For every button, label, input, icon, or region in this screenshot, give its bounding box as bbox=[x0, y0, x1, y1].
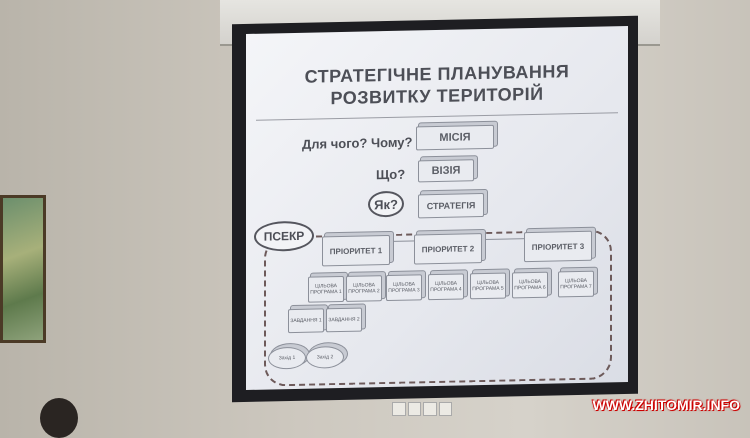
mission-box: МІСІЯ bbox=[416, 124, 494, 151]
program-box: ЦІЛЬОВА ПРОГРАМА 6 bbox=[512, 271, 548, 299]
task-box: ЗАВДАННЯ 2 bbox=[326, 307, 362, 333]
question-how: Як? bbox=[368, 190, 404, 218]
program-box: ЦІЛЬОВА ПРОГРАМА 7 bbox=[558, 270, 594, 298]
title-divider bbox=[256, 112, 618, 121]
watermark: WWW.ZHITOMIR.INFO bbox=[592, 397, 741, 413]
task-box: ЗАВДАННЯ 1 bbox=[288, 308, 324, 334]
wall-switches bbox=[392, 402, 452, 416]
priority-box: ПРІОРИТЕТ 3 bbox=[524, 230, 592, 263]
vision-box: ВІЗІЯ bbox=[418, 159, 474, 183]
program-box: ЦІЛЬОВА ПРОГРАМА 4 bbox=[428, 273, 464, 301]
program-box: ЦІЛЬОВА ПРОГРАМА 5 bbox=[470, 272, 506, 300]
program-box: ЦІЛЬОВА ПРОГРАМА 3 bbox=[386, 274, 422, 302]
wall-painting bbox=[0, 195, 46, 343]
question-why: Для чого? Чому? bbox=[302, 134, 413, 152]
program-box: ЦІЛЬОВА ПРОГРАМА 1 bbox=[308, 275, 344, 303]
presentation-slide: СТРАТЕГІЧНЕ ПЛАНУВАННЯ РОЗВИТКУ ТЕРИТОРІ… bbox=[246, 25, 628, 391]
priority-box: ПРІОРИТЕТ 1 bbox=[322, 234, 390, 267]
person-head bbox=[40, 398, 78, 438]
question-what: Що? bbox=[376, 166, 406, 183]
priority-box: ПРІОРИТЕТ 2 bbox=[414, 233, 482, 265]
program-box: ЦІЛЬОВА ПРОГРАМА 2 bbox=[346, 275, 382, 302]
strategy-box: СТРАТЕГІЯ bbox=[418, 193, 484, 219]
